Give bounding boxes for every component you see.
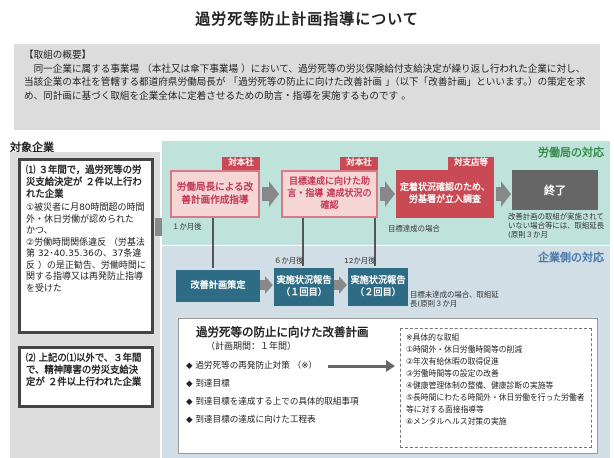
- examples-box: ※具体的な取組 ①時間外・休日労働時間等の削減 ②年次有給休暇の取得促進 ③労働…: [400, 328, 592, 448]
- label-12m: 12か月後: [344, 256, 376, 265]
- page-title: 過労死等防止計画指導について: [195, 10, 419, 28]
- flow-arrow-2-shaft: [380, 187, 386, 201]
- connector-6m: [302, 218, 304, 266]
- plan-item-1: ◆ 過労死等の再発防止対策 （※）: [186, 361, 317, 371]
- condition-2-box: ⑵ 上記の⑴以外で、３年間で、精神障害の労災支給決定が ２件以上行われた企業: [18, 346, 154, 408]
- plan-item-3: ◆ 到達目標を達成する上での具体的取組事項: [186, 397, 359, 407]
- examples-arrow-shaft: [328, 365, 388, 368]
- step3-box: 定着状況確認のため、労基署が立入調査: [396, 170, 494, 218]
- improvement-plan-box: [178, 318, 598, 454]
- condition-1-item-2: ②労働時間関係違反 （労基法第 32･40.35.36の、37条違反 ）の是正勧…: [26, 237, 146, 294]
- examples-heading: ※具体的な取組: [406, 333, 460, 342]
- plan-period: （計画期間：１年間）: [206, 342, 297, 352]
- example-2: ②年次有給休暇の取得促進: [406, 357, 499, 366]
- plan-item-2: ◆ 到達目標: [186, 379, 230, 389]
- report2-box: 実施状況報告（２回目）: [348, 268, 408, 306]
- example-3: ③労働時間等の設定の改善: [406, 369, 499, 378]
- flow-arrow-1-icon: [269, 181, 279, 207]
- condition-1-or: かつ、: [26, 226, 53, 236]
- target-arrow-shaft: [155, 218, 165, 236]
- connector-1m: [212, 218, 214, 268]
- examples-arrow-icon: [386, 360, 395, 372]
- label-1m: １か月後: [172, 222, 202, 231]
- overview-text: 同一企業に属する事業場 （本社又は傘下事業場 ）において、過労死等の労災保険給付…: [24, 63, 586, 102]
- company-label: 企業側の対応: [538, 251, 604, 264]
- example-1: ①時間外・休日労働時間等の削減: [406, 345, 523, 354]
- flow-arrow-3-shaft: [496, 187, 502, 201]
- flow-arrow-3-icon: [501, 181, 511, 207]
- end-box: 終了: [512, 170, 598, 210]
- label-6m: ６か月後: [274, 256, 304, 265]
- condition-1-title: ⑴ ３年間で，過労死等の労災支給決定が ２件以上行われた企業: [26, 165, 142, 200]
- company-arrow-2-shaft: [334, 280, 340, 290]
- flow-arrow-2-icon: [385, 181, 395, 207]
- overview-panel: 【取組の概要】 同一企業に属する事業場 （本社又は傘下事業場 ）において、過労死…: [14, 44, 600, 130]
- plan-create-box: 改善計画策定: [176, 270, 260, 302]
- note-achieved: 目標達成の場合: [388, 224, 440, 233]
- step3-tag: 対支店等: [448, 157, 494, 170]
- step1-box: 労働局長による改善計画作成指導: [170, 170, 260, 218]
- flow-arrow-1-shaft: [262, 187, 270, 201]
- plan-title: 過労死等の防止に向けた改善計画: [196, 325, 369, 339]
- example-4: ④健康管理体制の整備、健康診断の実施等: [406, 381, 554, 390]
- step1-tag: 対本社: [222, 157, 260, 170]
- example-6: ⑥メンタルヘルス対策の実施: [406, 417, 507, 426]
- company-arrow-1-shaft: [260, 280, 266, 290]
- company-arrow-2-icon: [339, 276, 347, 294]
- note-not-achieved: 目標未達成の場合、取組延長(原則３か月: [410, 290, 499, 308]
- plan-item-4: ◆ 到達目標の達成に向けた工程表: [186, 415, 316, 425]
- connector-12m: [374, 218, 376, 266]
- company-arrow-1-icon: [265, 276, 273, 294]
- step2-box: 目標達成に向けた助言・指導 達成状況の確認: [281, 170, 378, 218]
- condition-1-item-1: ①被災者に月80時間超の時間外・休日労働が認められた: [26, 203, 145, 225]
- step2-tag: 対本社: [340, 157, 378, 170]
- note-not-fixed: 改善計画の取組が実施されていない場合等には、取組延長(原則３か月: [508, 212, 605, 239]
- condition-2-title: ⑵ 上記の⑴以外で、３年間で、精神障害の労災支給決定が ２件以上行われた企業: [26, 353, 142, 388]
- overview-heading: 【取組の概要】: [24, 50, 92, 61]
- report1-box: 実施状況報告（１回目）: [274, 268, 334, 306]
- condition-1-box: ⑴ ３年間で，過労死等の労災支給決定が ２件以上行われた企業 ①被災者に月80時…: [18, 158, 154, 334]
- example-5: ⑤長時間にわたる時間外・休日労働を行った労働者等に対する面接指導等: [406, 393, 585, 414]
- labour-bureau-label: 労働局の対応: [538, 146, 604, 159]
